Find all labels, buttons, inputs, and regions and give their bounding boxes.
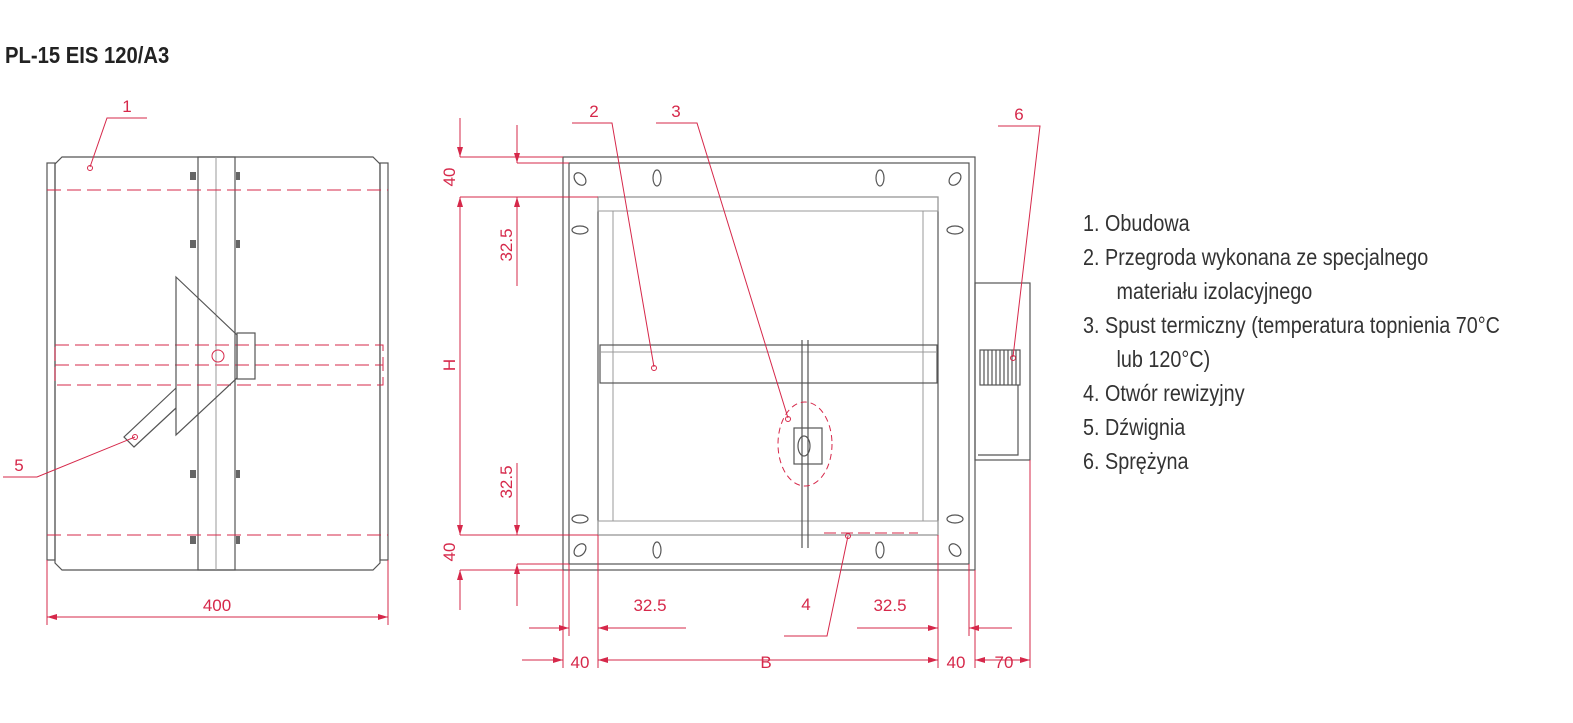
legend-item-5: 5. Dźwignia <box>1083 414 1186 440</box>
dim-left-inner: 32.5 <box>633 596 666 615</box>
spring-icon <box>978 349 1021 456</box>
legend: 1. Obudowa 2. Przegroda wykonana ze spec… <box>1083 206 1500 478</box>
callout-5: 5 <box>14 456 23 475</box>
callout-4: 4 <box>801 595 810 614</box>
dim-left: 40 <box>571 653 590 672</box>
legend-item-1: 1. Obudowa <box>1083 210 1190 236</box>
mounting-holes-icon <box>571 169 964 559</box>
drawing-title: PL-15 EIS 120/A3 <box>5 42 170 68</box>
callout-1: 1 <box>122 97 131 116</box>
dim-side-width: 400 <box>203 596 231 615</box>
legend-item-2: 2. Przegroda wykonana ze specjalnego <box>1083 244 1429 270</box>
legend-item-4: 4. Otwór rewizyjny <box>1083 380 1245 406</box>
dim-right: 40 <box>947 653 966 672</box>
legend-item-6: 6. Sprężyna <box>1083 448 1189 474</box>
callout-3: 3 <box>671 102 680 121</box>
dim-top-inner: 32.5 <box>497 228 516 261</box>
legend-item-2-cont: materiału izolacyjnego <box>1116 278 1313 304</box>
dim-spring: 70 <box>995 653 1014 672</box>
side-view: 400 1 5 <box>3 97 389 625</box>
callout-6: 6 <box>1014 105 1023 124</box>
dim-bottom: 40 <box>440 543 459 562</box>
front-view: 40 32.5 H 32.5 40 32.5 32.5 40 B 40 70 2… <box>440 102 1041 672</box>
bolts-icon <box>190 172 240 544</box>
dim-bottom-inner: 32.5 <box>497 465 516 498</box>
dim-width: B <box>760 653 771 672</box>
dim-height: H <box>440 359 459 371</box>
legend-item-3: 3. Spust termiczny (temperatura topnieni… <box>1083 312 1500 338</box>
legend-item-3-cont: lub 120°C) <box>1116 346 1211 372</box>
callout-2: 2 <box>589 102 598 121</box>
dim-top: 40 <box>440 168 459 187</box>
dim-right-inner: 32.5 <box>873 596 906 615</box>
